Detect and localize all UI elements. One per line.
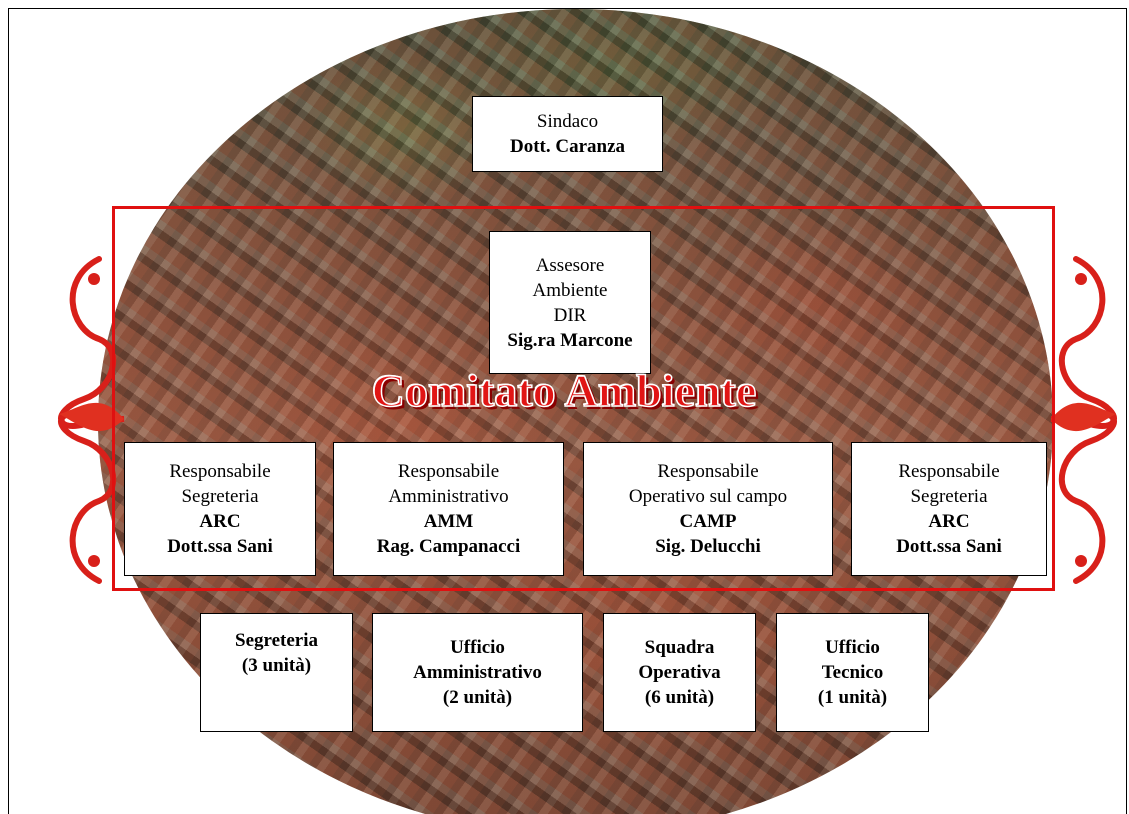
office-box-segreteria: Segreteria (3 unità) — [200, 613, 353, 732]
diagram-canvas: Sindaco Dott. Caranza Assesore Ambiente … — [8, 8, 1127, 814]
responsabile-box-amministrativo: Responsabile Amministrativo AMM Rag. Cam… — [333, 442, 564, 576]
mayor-role: Sindaco — [536, 111, 599, 132]
office-units: (1 unità) — [817, 687, 888, 708]
responsabile-role: Responsabile — [657, 461, 759, 482]
red-flourish-ornament-right — [1050, 256, 1117, 584]
office-name: Segreteria — [235, 630, 318, 651]
office-units: (3 unità) — [241, 655, 312, 676]
responsabile-name: Sig. Delucchi — [655, 536, 761, 557]
responsabile-role: Responsabile — [169, 461, 271, 482]
office-units: (2 unità) — [442, 687, 513, 708]
office-units: (6 unità) — [644, 687, 715, 708]
committee-highlight-frame — [112, 206, 1055, 591]
office-name-2: Tecnico — [821, 662, 884, 683]
assessor-code: DIR — [553, 304, 587, 326]
red-flourish-ornament-left — [58, 256, 125, 584]
responsabile-name: Rag. Campanacci — [376, 536, 521, 557]
responsabile-box-operativo: Responsabile Operativo sul campo CAMP Si… — [583, 442, 833, 576]
responsabile-code: CAMP — [679, 511, 737, 532]
assessor-box: Assesore Ambiente DIR Sig.ra Marcone — [489, 231, 651, 374]
committee-title: Comitato Ambiente — [371, 364, 757, 417]
responsabile-box-segreteria: Responsabile Segreteria ARC Dott.ssa San… — [124, 442, 316, 576]
responsabile-code: ARC — [928, 511, 970, 532]
assessor-role-line1: Assesore — [535, 254, 605, 276]
office-name: Ufficio — [825, 637, 880, 658]
responsabile-name: Dott.ssa Sani — [896, 536, 1002, 557]
office-box-amministrativo: Ufficio Amministrativo (2 unità) — [372, 613, 583, 732]
responsabile-role: Responsabile — [397, 461, 500, 482]
mayor-box: Sindaco Dott. Caranza — [472, 96, 663, 172]
office-box-squadra-operativa: Squadra Operativa (6 unità) — [603, 613, 756, 732]
responsabile-box-segreteria-2: Responsabile Segreteria ARC Dott.ssa San… — [851, 442, 1047, 576]
office-name: Squadra — [644, 637, 715, 658]
assessor-role-line2: Ambiente — [532, 279, 608, 301]
responsabile-area: Segreteria — [181, 486, 259, 507]
responsabile-area: Amministrativo — [388, 486, 509, 507]
responsabile-role: Responsabile — [898, 461, 1000, 482]
office-name: Ufficio — [450, 637, 505, 658]
responsabile-name: Dott.ssa Sani — [167, 536, 273, 557]
assessor-name: Sig.ra Marcone — [507, 329, 633, 351]
office-name-2: Operativa — [638, 662, 721, 683]
responsabile-area: Operativo sul campo — [628, 486, 788, 507]
office-box-tecnico: Ufficio Tecnico (1 unità) — [776, 613, 929, 732]
mayor-name: Dott. Caranza — [509, 136, 626, 157]
office-name-2: Amministrativo — [413, 662, 542, 683]
responsabile-code: ARC — [199, 511, 241, 532]
responsabile-area: Segreteria — [910, 486, 988, 507]
responsabile-code: AMM — [423, 511, 474, 532]
